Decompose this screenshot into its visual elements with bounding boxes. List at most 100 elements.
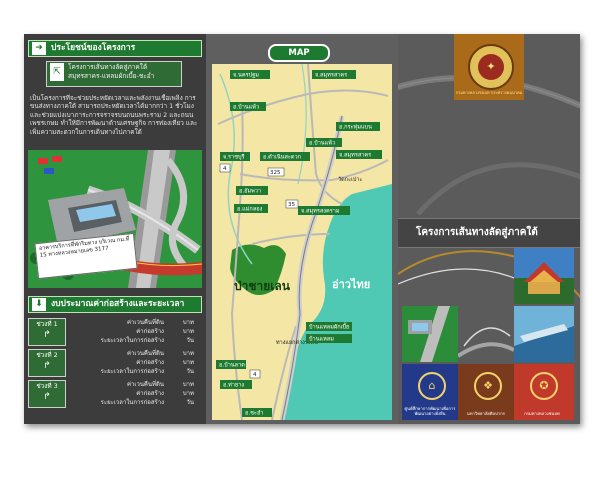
place-mae-klong: อ.แม่กลอง [234,204,268,213]
svg-text:จ.สมุทรสาคร: จ.สมุทรสาคร [339,152,371,159]
svg-text:อ.บ้านลาด: อ.บ้านลาด [219,362,245,369]
phase-badge: ช่วงที่ 3↱ [28,380,66,408]
svg-text:จ.นครปฐม: จ.นครปฐม [233,72,259,79]
budget-line: ค่าเวนคืนที่ดินบาท [127,350,194,357]
cover-panel: ✦ กรมทางหลวงชนบท กระทรวงคมนาคม โครงการเส… [398,34,580,424]
place-nakhon-pathom: จ.นครปฐม [230,70,270,79]
place-krathum-baen: อ.กระทุ่มแบน [336,122,380,131]
svg-text:ทางแยกต่างระดับ: ทางแยกต่างระดับ [276,339,318,346]
svg-text:บ้านแหลม: บ้านแหลม [309,336,334,343]
budget-line: ระยะเวลาในการก่อสร้างวัน [100,337,194,344]
svg-text:จ.ราชบุรี: จ.ราชบุรี [223,154,245,161]
brochure: ➜ประโยชน์ของโครงการ ⇱ โครงการเส้นทางลัดส… [24,34,580,424]
budget-line: ระยะเวลาในการก่อสร้างวัน [100,399,194,406]
cover-title-band: โครงการเส้นทางลัดสู่ภาคใต้ [398,218,580,248]
svg-text:จ.สมุทรสาคร: จ.สมุทรสาคร [315,72,347,79]
station-photo [514,306,574,362]
svg-text:35: 35 [288,202,295,208]
temple-photo [514,248,574,304]
road-number-4: 4 [219,163,231,173]
place-interchange: ทางแยกต่างระดับ [276,339,318,346]
description: เป็นโครงการที่จะช่วยประหยัดเวลาและพลังงา… [30,94,198,136]
map-panel: MAP .lbl { font-family: "DejaVu Sans", s… [206,34,398,424]
car-icon [38,156,62,174]
budget-lines: ค่าเวนคืนที่ดินบาท ค่าก่อสร้างบาท ระยะเว… [70,380,200,407]
svg-text:จ.สมุทรสงคราม: จ.สมุทรสงคราม [301,208,340,215]
arrow-down-icon: ⬇ [32,298,46,311]
left-panel: ➜ประโยชน์ของโครงการ ⇱ โครงการเส้นทางลัดส… [24,34,206,424]
place-cha-am: อ.ชะอำ [242,408,272,417]
svg-text:4: 4 [253,372,257,378]
university-logo-icon: ❖ [474,372,502,400]
map-title: MAP [268,44,330,62]
svg-text:อ.บ้านแพ้ว: อ.บ้านแพ้ว [233,104,259,111]
gulf-sea [282,184,392,420]
budget-line: ค่าเวนคืนที่ดินบาท [127,381,194,388]
project-box: ⇱ โครงการเส้นทางลัดสู่ภาคใต้ สมุทรสาคร-แ… [46,61,182,87]
phase-badge: ช่วงที่ 2↱ [28,349,66,377]
turn-arrow-icon: ↱ [43,361,51,371]
road-number-325: 325 [267,167,285,177]
department-emblem-icon: ✦ [468,44,514,90]
svg-text:วัดกะเปาะ: วัดกะเปาะ [338,176,362,183]
emblem-caption: กรมทางหลวงชนบท กระทรวงคมนาคม [455,90,523,95]
road-number-35: 35 [285,199,299,209]
road-number-4b: 4 [249,369,261,379]
place-samut-sakhon-top: จ.สมุทรสาคร [312,70,356,79]
place-samut-sakhon: จ.สมุทรสาคร [336,150,382,159]
place-samut-songkhram: จ.สมุทรสงคราม [298,206,350,215]
budget-line: ค่าก่อสร้างบาท [136,390,194,397]
road-sign-icon: ⇱ [50,63,64,81]
emblem-box: ✦ กรมทางหลวงชนบท กระทรวงคมนาคม [454,34,524,100]
budget-lines: ค่าเวนคืนที่ดินบาท ค่าก่อสร้างบาท ระยะเว… [70,318,200,345]
svg-text:4: 4 [223,166,227,172]
place-tha-yang: อ.ท่ายาง [220,380,252,389]
place-amphawa: อ.อัมพวา [236,186,268,195]
place-damnoen-saduak: อ.ดำเนินสะดวก [260,152,310,161]
svg-text:อ.บ้านแพ้ว: อ.บ้านแพ้ว [309,140,335,147]
map: .lbl { font-family: "DejaVu Sans", sans-… [212,64,392,420]
svg-text:อ.กระทุ่มแบน: อ.กระทุ่มแบน [339,125,372,131]
svg-text:อ.ดำเนินสะดวก: อ.ดำเนินสะดวก [263,154,301,161]
logo-tile-1: ⌂ ศูนย์ศึกษาการพัฒนาเพื่อการพัฒนาอย่างยั… [402,364,458,420]
svg-text:อ่าวไทย: อ่าวไทย [332,277,370,291]
logo-tile-3: ✪ กรมทางหลวงชนบท [514,364,574,420]
turn-arrow-icon: ↱ [43,392,51,402]
svg-text:บ้านแหลมผักเบี้ย: บ้านแหลมผักเบี้ย [309,323,349,331]
budget-line: ระยะเวลาในการก่อสร้างวัน [100,368,194,375]
department-logo-icon: ✪ [530,372,558,400]
place-ban-lat: อ.บ้านลาด [216,360,246,369]
svg-text:อ.แม่กลอง: อ.แม่กลอง [237,207,263,213]
highway-aerial-photo [402,306,458,362]
budget-heading: ⬇งบประมาณค่าก่อสร้างและระยะเวลา [28,296,202,313]
project-box-text: โครงการเส้นทางลัดสู่ภาคใต้ สมุทรสาคร-แหล… [68,63,155,80]
place-gulf: อ่าวไทย [332,277,370,291]
arrow-turn-icon: ➜ [32,42,46,55]
budget-line: ค่าก่อสร้างบาท [136,359,194,366]
budget-line: ค่าก่อสร้างบาท [136,328,194,335]
svg-text:325: 325 [270,170,281,176]
place-ban-phaeo: อ.บ้านแพ้ว [230,102,266,111]
budget-row-1: ช่วงที่ 1↱ ค่าเวนคืนที่ดินบาท ค่าก่อสร้า… [28,318,200,346]
turn-arrow-icon: ↱ [43,330,51,340]
budget-line: ค่าเวนคืนที่ดินบาท [127,319,194,326]
mangrove-forest [230,244,286,295]
place-forest: ป่าชายเลน [234,279,291,293]
svg-text:อ.ชะอำ: อ.ชะอำ [245,410,263,417]
place-wat: วัดกะเปาะ [338,176,362,183]
budget-row-2: ช่วงที่ 2↱ ค่าเวนคืนที่ดินบาท ค่าก่อสร้า… [28,349,200,377]
cover-title: โครงการเส้นทางลัดสู่ภาคใต้ [416,227,538,238]
budget-row-3: ช่วงที่ 3↱ ค่าเวนคืนที่ดินบาท ค่าก่อสร้า… [28,380,200,408]
phase-badge: ช่วงที่ 1↱ [28,318,66,346]
budget-lines: ค่าเวนคืนที่ดินบาท ค่าก่อสร้างบาท ระยะเว… [70,349,200,376]
benefit-heading: ➜ประโยชน์ของโครงการ [28,40,202,57]
road-sign-photo [458,306,514,362]
place-ratchaburi: จ.ราชบุรี [220,152,250,161]
svg-text:ป่าชายเลน: ป่าชายเลน [234,279,291,293]
place-laem-phak-bia: บ้านแหลมผักเบี้ย [306,322,352,331]
place-ban-phaeo-2: อ.บ้านแพ้ว [306,138,342,147]
logo-tile-2: ❖ มหาวิทยาลัยศิลปากร [458,364,514,420]
institute-logo-icon: ⌂ [418,372,446,400]
svg-text:อ.อัมพวา: อ.อัมพวา [239,188,261,195]
place-ban-laem: บ้านแหลม [306,334,352,343]
